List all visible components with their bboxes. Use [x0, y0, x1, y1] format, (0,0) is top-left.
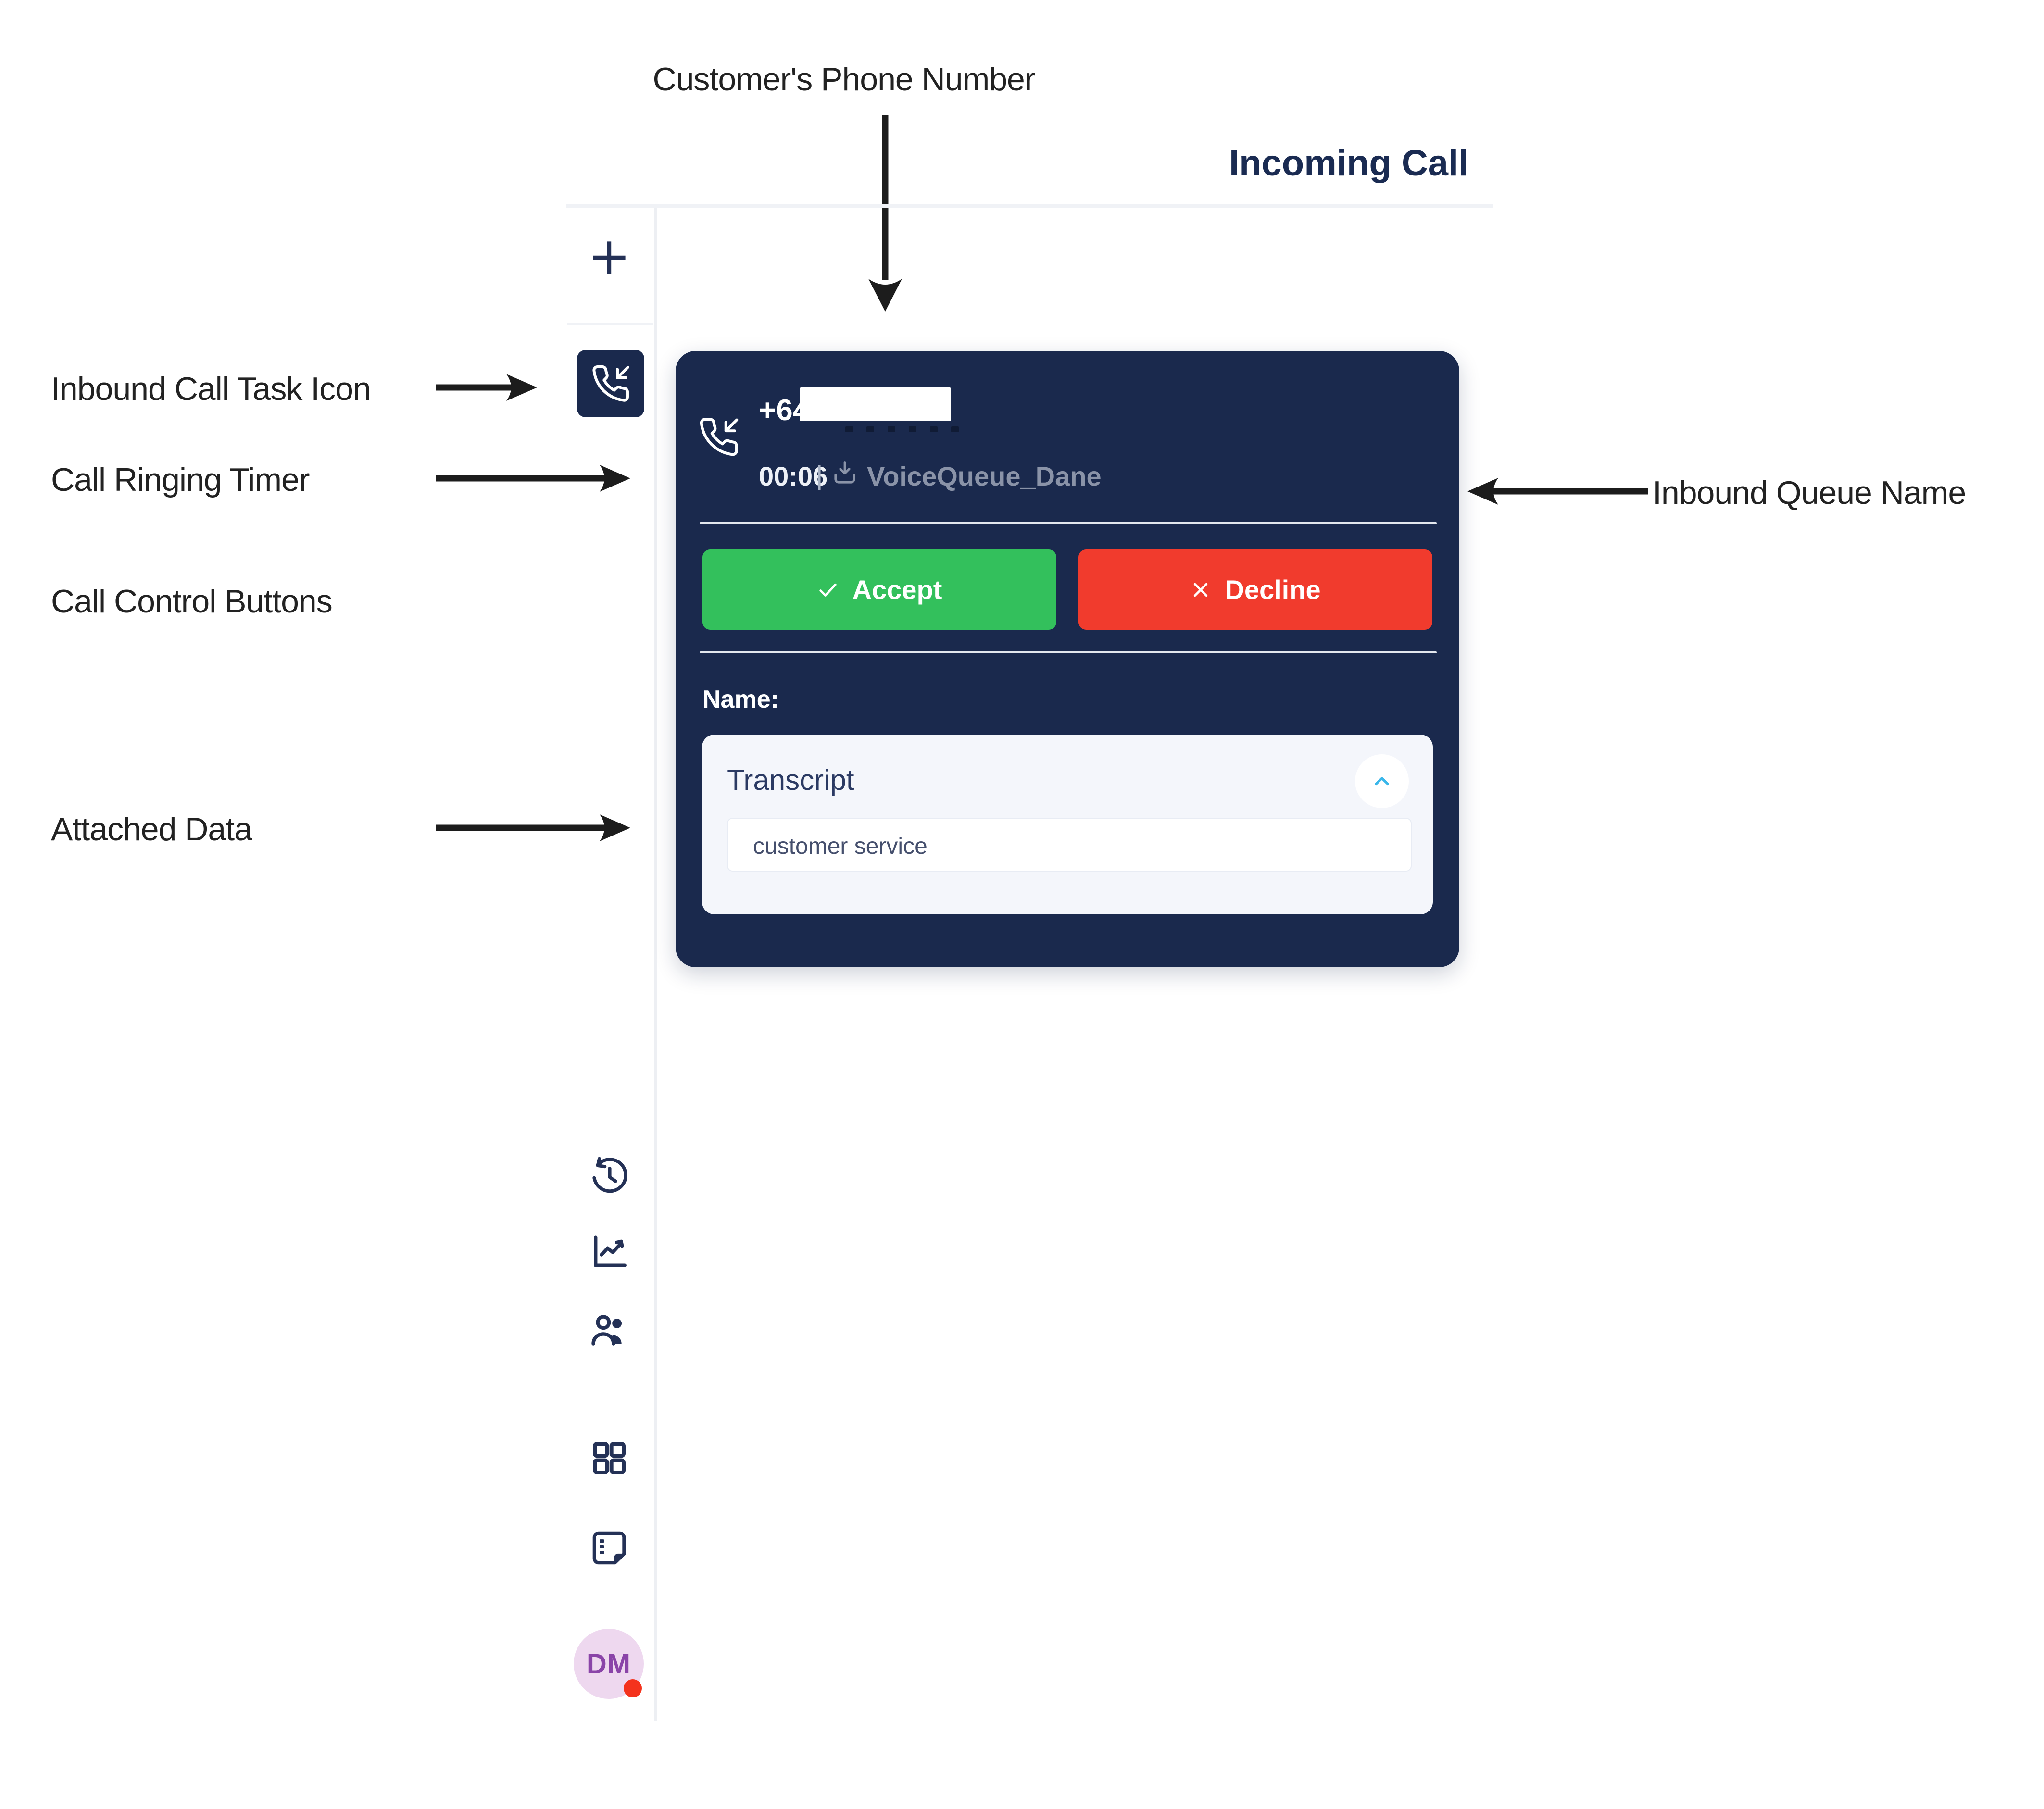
sidebar-item-stats[interactable]	[588, 1231, 630, 1273]
sidebar-section-divider	[567, 323, 653, 325]
inbound-queue-name: VoiceQueue_Dane	[867, 461, 1102, 491]
annotation-attached-data: Attached Data	[51, 811, 252, 848]
phone-number-redaction	[800, 387, 951, 421]
call-ringing-timer: 00:06	[759, 461, 828, 491]
redacted-digit-marks	[845, 426, 972, 435]
decline-button[interactable]: Decline	[1078, 549, 1432, 630]
queue-icon	[830, 459, 859, 487]
history-icon	[592, 1157, 627, 1193]
sidebar-item-apps[interactable]	[590, 1439, 628, 1477]
annotation-inbound-queue: Inbound Queue Name	[1653, 474, 1966, 511]
annotation-ringing-timer: Call Ringing Timer	[51, 462, 310, 498]
sidebar-divider	[654, 208, 657, 1721]
sidebar-item-history[interactable]	[588, 1156, 630, 1198]
sidebar-item-inbound-call-task[interactable]	[577, 350, 644, 417]
chevron-halo	[1355, 754, 1409, 808]
decline-label: Decline	[1225, 574, 1321, 605]
attached-data-value: customer service	[753, 834, 928, 859]
phone-incoming-icon	[592, 365, 629, 402]
add-task-button[interactable]	[586, 235, 632, 281]
chevron-up-icon	[1375, 777, 1389, 786]
attached-data-panel: Transcript customer service	[702, 735, 1433, 914]
annotation-inbound-task: Inbound Call Task Icon	[51, 371, 371, 407]
notes-icon	[592, 1531, 626, 1565]
plus-icon	[593, 241, 626, 274]
grid-icon	[593, 1442, 626, 1474]
avatar-initials: DM	[586, 1648, 631, 1680]
incoming-call-card: +64 00:06 | VoiceQueue_Dane Accept	[676, 351, 1459, 967]
arrow-down-icon	[864, 114, 907, 312]
card-divider-bottom	[700, 651, 1437, 653]
call-phone-incoming-icon	[698, 416, 740, 458]
collapse-panel-button[interactable]	[1370, 770, 1393, 793]
arrow-left-queue-icon	[1467, 476, 1648, 507]
arrow-right-timer-icon	[436, 463, 631, 494]
arrow-right-task-icon	[436, 372, 538, 403]
annotation-call-controls: Call Control Buttons	[51, 583, 333, 620]
name-label: Name:	[702, 686, 779, 713]
accept-button[interactable]: Accept	[702, 549, 1056, 630]
page-title: Incoming Call	[1229, 143, 1469, 184]
attached-data-title: Transcript	[727, 764, 854, 796]
check-icon	[819, 583, 837, 597]
sidebar-item-contacts[interactable]	[588, 1310, 630, 1352]
line-chart-icon	[594, 1235, 627, 1267]
accept-label: Accept	[852, 574, 942, 605]
attached-data-value-box: customer service	[727, 818, 1412, 872]
timer-queue-separator: |	[816, 460, 823, 490]
header-divider	[566, 204, 1493, 208]
status-badge	[624, 1679, 642, 1697]
x-icon	[1194, 583, 1208, 597]
contacts-icon	[591, 1315, 622, 1346]
annotation-customer-phone: Customer's Phone Number	[652, 61, 1036, 98]
arrow-right-attached-icon	[436, 812, 631, 843]
sidebar-item-notes[interactable]	[589, 1528, 629, 1568]
card-divider-top	[700, 522, 1437, 524]
